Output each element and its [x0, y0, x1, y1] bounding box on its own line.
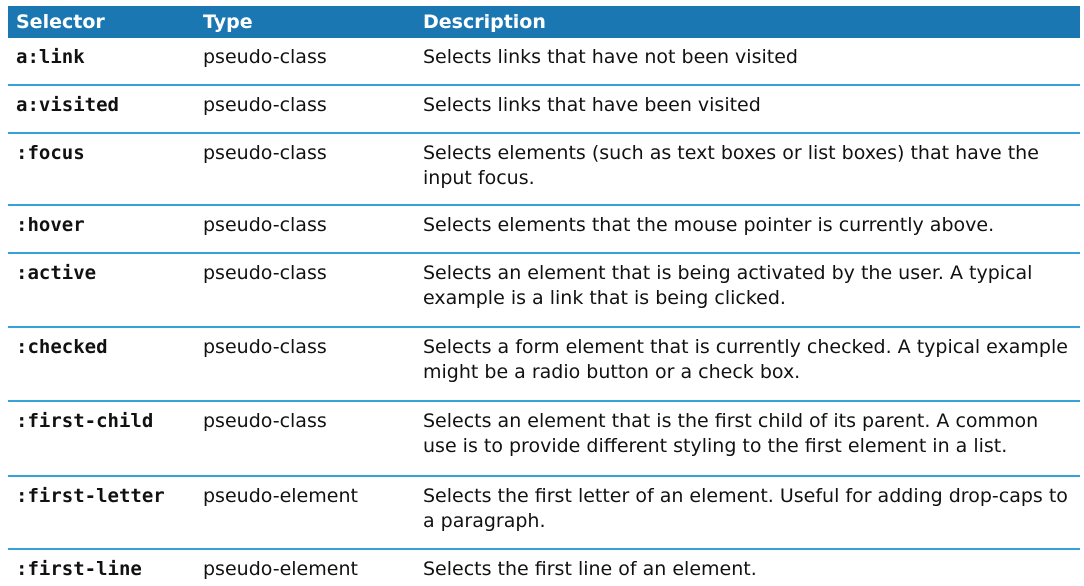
row-description: Selects an element that is being activat…	[423, 262, 1033, 309]
header-type: Type	[203, 11, 253, 33]
row-description: Selects elements (such as text boxes or …	[423, 142, 1039, 189]
row-selector: :focus	[16, 142, 85, 164]
row-selector: :first-line	[16, 558, 142, 580]
table-row: a:link pseudo-class Selects links that h…	[8, 38, 1080, 86]
row-selector: :checked	[16, 336, 108, 358]
row-type: pseudo-element	[203, 558, 358, 580]
row-description: Selects a form element that is currently…	[423, 336, 1068, 383]
row-type: pseudo-class	[203, 262, 327, 284]
header-selector: Selector	[16, 11, 105, 33]
row-selector: :first-letter	[16, 485, 165, 507]
row-description: Selects the first line of an element.	[423, 558, 757, 580]
table-row: :active pseudo-class Selects an element …	[8, 254, 1080, 328]
row-type: pseudo-class	[203, 142, 327, 164]
row-description: Selects an element that is the first chi…	[423, 410, 1039, 457]
row-selector: :active	[16, 262, 97, 284]
table-row: :hover pseudo-class Selects elements tha…	[8, 206, 1080, 254]
row-description: Selects the first letter of an element. …	[423, 485, 1068, 532]
selector-table: Selector Type Description a:link pseudo-…	[8, 6, 1080, 586]
row-type: pseudo-class	[203, 94, 327, 116]
table-row: :focus pseudo-class Selects elements (su…	[8, 134, 1080, 206]
row-type: pseudo-class	[203, 214, 327, 236]
table-row: a:visited pseudo-class Selects links tha…	[8, 86, 1080, 134]
row-selector: :hover	[16, 214, 85, 236]
table-row: :first-letter pseudo-element Selects the…	[8, 477, 1080, 550]
row-type: pseudo-element	[203, 485, 358, 507]
row-selector: a:visited	[16, 94, 119, 116]
header-description: Description	[423, 11, 546, 33]
table-row: :first-child pseudo-class Selects an ele…	[8, 402, 1080, 477]
row-description: Selects links that have been visited	[423, 94, 761, 116]
row-selector: a:link	[16, 46, 85, 68]
row-description: Selects links that have not been visited	[423, 46, 798, 68]
table-row: :checked pseudo-class Selects a form ele…	[8, 328, 1080, 402]
row-type: pseudo-class	[203, 410, 327, 432]
row-description: Selects elements that the mouse pointer …	[423, 214, 995, 236]
table-row: :first-line pseudo-element Selects the f…	[8, 550, 1080, 586]
table-header: Selector Type Description	[8, 6, 1080, 38]
row-selector: :first-child	[16, 410, 154, 432]
row-type: pseudo-class	[203, 46, 327, 68]
row-type: pseudo-class	[203, 336, 327, 358]
